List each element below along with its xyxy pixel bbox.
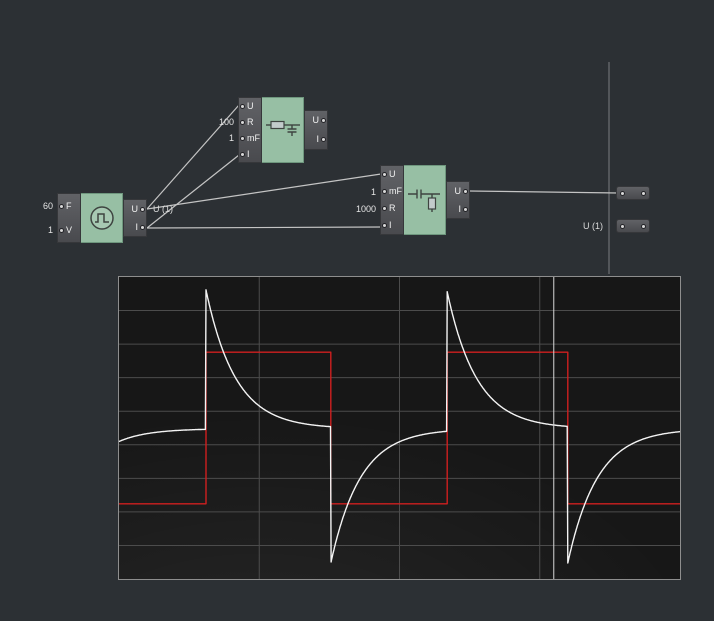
port-dot[interactable] <box>321 118 326 123</box>
wire[interactable] <box>146 226 382 229</box>
probe-block-2[interactable] <box>616 219 650 233</box>
wire[interactable] <box>146 154 240 229</box>
port-dot[interactable] <box>140 206 145 212</box>
port-dot[interactable] <box>140 224 145 230</box>
source-input-strip: 60 F 1 V <box>42 193 81 243</box>
port-I-input[interactable]: I <box>239 148 261 160</box>
port-U-output[interactable]: U <box>447 185 469 197</box>
port-dot[interactable] <box>463 188 468 194</box>
node-square-wave-source[interactable]: 60 F 1 V U I <box>42 193 147 243</box>
source-output-strip: U I <box>123 199 147 237</box>
port-dot[interactable] <box>463 206 468 212</box>
port-dot[interactable] <box>382 172 387 177</box>
port-value[interactable]: 60 <box>42 201 53 211</box>
vertical-guide-line <box>608 62 610 274</box>
lowpass-input-strip: U 100 R 1 mF I <box>218 97 262 163</box>
square-wave-source-icon <box>85 203 119 233</box>
port-value[interactable]: 100 <box>218 117 234 127</box>
signal-tag-u1-probe: U (1) <box>583 221 603 231</box>
port-value[interactable]: 1000 <box>355 203 376 214</box>
port-value[interactable]: 1 <box>47 225 53 235</box>
port-I-input[interactable]: I <box>381 220 403 232</box>
port-U-output[interactable]: U <box>124 203 146 215</box>
source-node-body[interactable] <box>81 193 123 243</box>
port-I-output[interactable]: I <box>124 221 146 233</box>
port-I-output[interactable]: I <box>305 134 327 146</box>
port-value[interactable]: 1 <box>370 186 376 197</box>
port-value[interactable]: 1 <box>228 133 234 143</box>
port-dot[interactable] <box>382 206 387 211</box>
port-I-output[interactable]: I <box>447 203 469 215</box>
rc-highpass-output <box>119 289 680 564</box>
port-R-input[interactable]: 1000 R <box>355 203 396 214</box>
port-U-input[interactable]: U <box>381 169 403 181</box>
port-dot[interactable] <box>382 189 387 194</box>
port-dot[interactable] <box>240 119 245 125</box>
port-R-input[interactable]: 100 R <box>218 116 254 127</box>
highpass-output-strip: U I <box>446 181 470 219</box>
port-dot[interactable] <box>240 135 245 141</box>
wire[interactable] <box>468 190 619 194</box>
port-dot[interactable] <box>641 223 646 229</box>
scope-plot[interactable] <box>118 276 681 580</box>
port-dot[interactable] <box>641 190 646 196</box>
node-rc-lowpass[interactable]: U 100 R 1 mF I U <box>218 97 328 163</box>
port-F-input[interactable]: 60 F <box>42 200 72 211</box>
wire[interactable] <box>146 104 240 210</box>
port-V-input[interactable]: 1 V <box>47 224 73 235</box>
port-U-output[interactable]: U <box>305 115 327 127</box>
port-mF-input[interactable]: 1 mF <box>370 186 402 197</box>
port-mF-input[interactable]: 1 mF <box>228 132 260 143</box>
port-dot[interactable] <box>382 223 387 228</box>
port-dot[interactable] <box>240 151 245 157</box>
port-dot[interactable] <box>620 223 625 229</box>
port-dot[interactable] <box>59 227 64 233</box>
highpass-node-body[interactable] <box>404 165 446 235</box>
rc-lowpass-circuit-icon <box>264 115 302 145</box>
port-U-input[interactable]: U <box>239 100 261 112</box>
probe-block-1[interactable] <box>616 186 650 200</box>
port-dot[interactable] <box>321 137 326 142</box>
highpass-input-strip: U 1 mF 1000 R I <box>355 165 404 235</box>
signal-tag-u1-source: U (1) <box>153 204 173 214</box>
wire[interactable] <box>146 173 382 210</box>
port-dot[interactable] <box>620 190 625 196</box>
port-dot[interactable] <box>240 103 245 109</box>
port-dot[interactable] <box>59 203 64 209</box>
rc-highpass-circuit-icon <box>406 185 444 215</box>
lowpass-output-strip: U I <box>304 110 328 150</box>
lowpass-node-body[interactable] <box>262 97 304 163</box>
node-rc-highpass[interactable]: U 1 mF 1000 R I U <box>355 165 470 235</box>
